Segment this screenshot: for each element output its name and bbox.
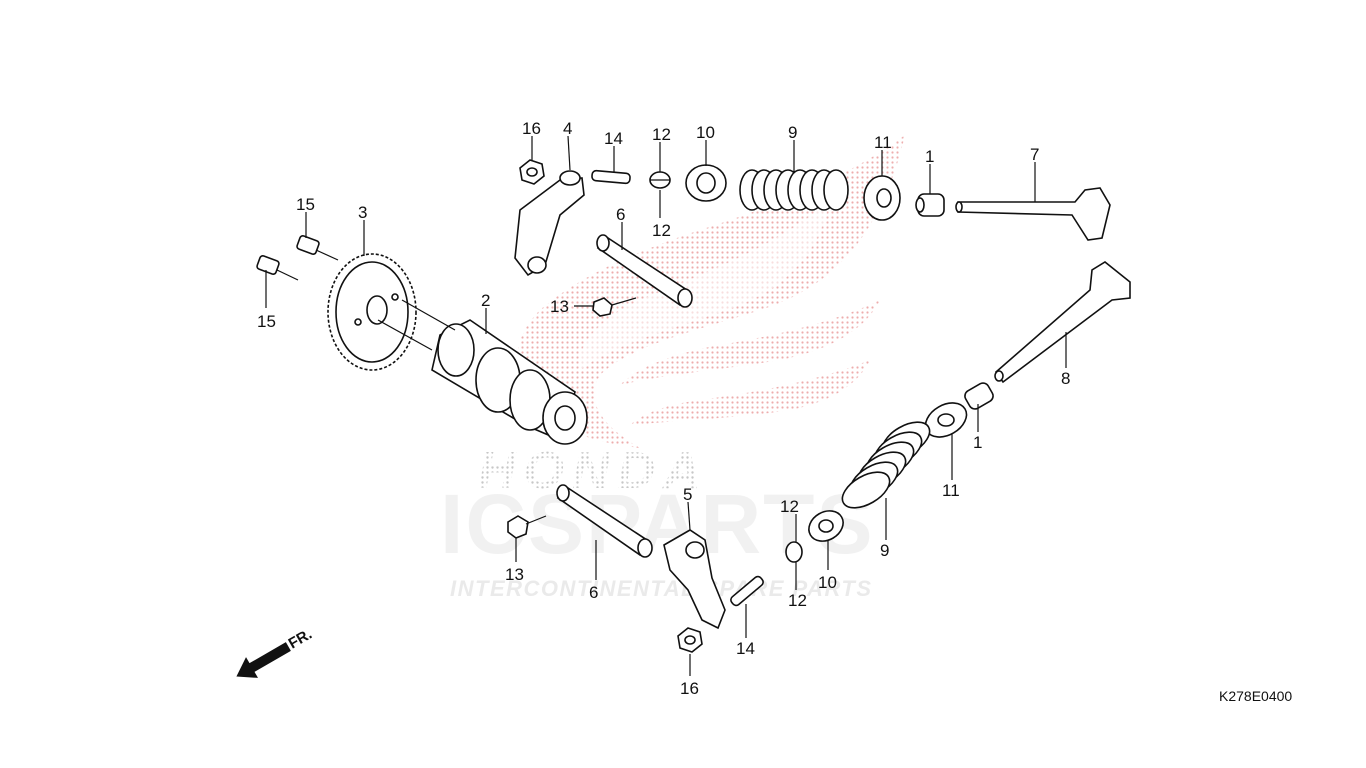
callout-11-lower: 11 bbox=[942, 481, 960, 500]
callout-1-lower: 1 bbox=[973, 433, 982, 452]
callout-4: 4 bbox=[563, 119, 572, 138]
callout-16-lower: 16 bbox=[680, 679, 699, 698]
front-indicator: FR. bbox=[236, 626, 315, 678]
callout-6-lower: 6 bbox=[589, 583, 598, 602]
bolt-13-lower bbox=[507, 515, 547, 539]
callout-11-upper: 11 bbox=[874, 133, 892, 152]
callout-12-upper-b: 12 bbox=[652, 221, 671, 240]
stem-seal-10-upper bbox=[685, 164, 727, 202]
callout-5: 5 bbox=[683, 485, 692, 504]
screw-14-upper bbox=[591, 169, 631, 185]
nut-16-lower bbox=[677, 627, 703, 653]
watermark-brand: HONDA bbox=[478, 442, 709, 500]
callout-9-upper: 9 bbox=[788, 123, 797, 142]
callout-12-lower-a: 12 bbox=[780, 497, 799, 516]
leader-lines bbox=[265, 135, 1067, 676]
nut-16-upper bbox=[519, 159, 545, 185]
rocker-shaft-6-upper bbox=[596, 234, 693, 308]
valve-spring-9-lower bbox=[841, 421, 931, 509]
callout-8: 8 bbox=[1061, 369, 1070, 388]
callout-15-lower: 15 bbox=[257, 312, 276, 331]
callout-14-lower: 14 bbox=[736, 639, 755, 658]
callout-14-upper: 14 bbox=[604, 129, 623, 148]
retainer-11-upper bbox=[863, 175, 901, 221]
callout-16-upper: 16 bbox=[522, 119, 541, 138]
callout-6-upper: 6 bbox=[616, 205, 625, 224]
rocker-arm-4 bbox=[514, 170, 585, 277]
callout-13-upper: 13 bbox=[550, 297, 569, 316]
valve-spring-9-upper bbox=[739, 169, 849, 211]
bolt-15-upper bbox=[296, 235, 339, 261]
callouts: 16 4 14 12 12 10 9 11 1 7 6 3 15 15 2 13… bbox=[257, 119, 1070, 698]
callout-12-upper-a: 12 bbox=[652, 125, 671, 144]
cotter-1-lower bbox=[964, 382, 994, 410]
callout-3: 3 bbox=[358, 203, 367, 222]
drawing-code: K278E0400 bbox=[1219, 688, 1292, 704]
callout-12-lower-b: 12 bbox=[788, 591, 807, 610]
cam-sprocket bbox=[327, 253, 417, 371]
callout-10-lower: 10 bbox=[818, 573, 837, 592]
front-indicator-label: FR. bbox=[286, 626, 315, 653]
callout-15-upper: 15 bbox=[296, 195, 315, 214]
rocker-shaft-6-lower bbox=[556, 484, 653, 558]
callout-9-lower: 9 bbox=[880, 541, 889, 560]
stem-seal-10-lower bbox=[808, 510, 844, 542]
wing-logo bbox=[516, 135, 905, 448]
callout-7: 7 bbox=[1030, 145, 1039, 164]
screw-14-lower bbox=[730, 575, 764, 607]
camshaft bbox=[377, 299, 588, 445]
cotter-1-upper bbox=[915, 193, 945, 217]
cotter-12-lower bbox=[785, 541, 803, 563]
exhaust-valve-8 bbox=[994, 261, 1131, 384]
intake-valve-7 bbox=[955, 187, 1111, 241]
bolt-15-lower bbox=[256, 255, 299, 281]
bolt-13-upper bbox=[592, 297, 637, 317]
cotter-12-upper bbox=[649, 171, 671, 189]
callout-10-upper: 10 bbox=[696, 123, 715, 142]
callout-2: 2 bbox=[481, 291, 490, 310]
rocker-arm-5 bbox=[663, 529, 726, 630]
watermark-tagline: INTERCONTINENTAL SPARE PARTS bbox=[450, 576, 873, 601]
callout-1-upper: 1 bbox=[925, 147, 934, 166]
callout-13-lower: 13 bbox=[505, 565, 524, 584]
